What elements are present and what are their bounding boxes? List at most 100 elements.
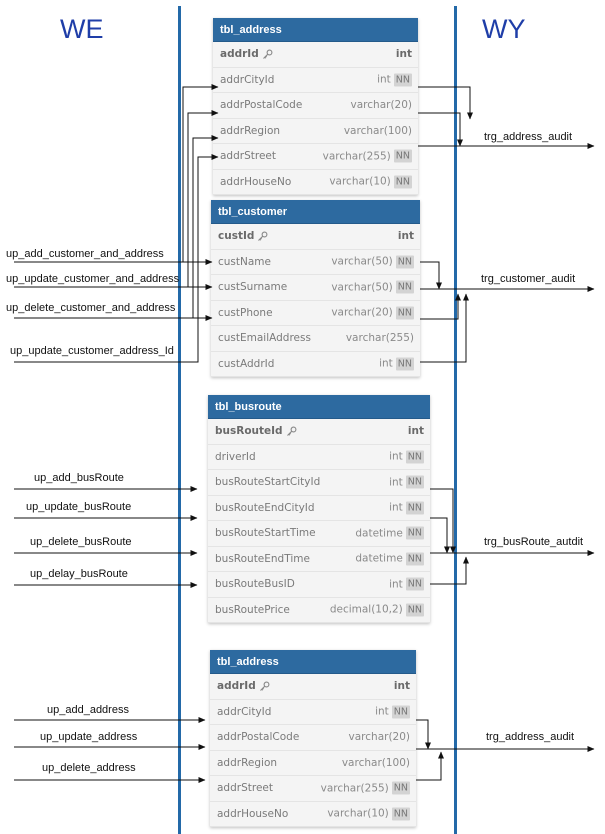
trigger-label: trg_address_audit: [486, 731, 575, 743]
primary-key-row: addrId int: [210, 674, 416, 700]
column-name: busRouteStartTime: [215, 527, 316, 540]
column-type-group: varchar(20)NN: [331, 306, 414, 320]
column-type: varchar(100): [341, 756, 410, 769]
column-type-group: varchar(10)NN: [329, 175, 412, 189]
column-row: addrHouseNo varchar(10)NN: [213, 170, 418, 195]
column-row: addrStreet varchar(255)NN: [210, 776, 416, 802]
column-type: varchar(20): [348, 731, 410, 744]
procedure-label: up_update_customer_address_Id: [10, 345, 174, 357]
column-type-group: varchar(255)NN: [321, 781, 410, 795]
not-null-badge: NN: [391, 807, 410, 821]
column-name: addrCityId: [217, 705, 272, 718]
procedure-label: up_add_address: [47, 704, 129, 716]
column-name: addrRegion: [220, 124, 281, 137]
not-null-badge: NN: [405, 475, 424, 489]
column-name: addrId: [220, 48, 259, 61]
not-null-badge: NN: [393, 175, 412, 189]
column-type: int: [377, 73, 391, 86]
column-type-group: varchar(50)NN: [331, 255, 414, 269]
column-name: addrHouseNo: [220, 175, 292, 188]
column-type: varchar(20): [350, 99, 412, 112]
not-null-badge: NN: [391, 781, 410, 795]
column-type: int: [389, 501, 403, 514]
not-null-badge: NN: [395, 255, 414, 269]
column-row: addrHouseNo varchar(10)NN: [210, 802, 416, 827]
not-null-badge: NN: [391, 705, 410, 719]
column-name: custSurname: [218, 281, 288, 294]
zone-label-left: WE: [60, 14, 104, 44]
column-type: int: [375, 705, 389, 718]
column-name: busRoutePrice: [215, 603, 290, 616]
column-type: varchar(10): [327, 807, 389, 820]
procedure-label: up_add_busRoute: [34, 472, 124, 484]
column-name: addrCityId: [220, 73, 275, 86]
column-name: addrHouseNo: [217, 807, 289, 820]
procedure-label: up_delete_address: [42, 762, 136, 774]
trigger-label: trg_busRoute_autdit: [484, 536, 584, 548]
not-null-badge: NN: [405, 450, 424, 464]
column-type: int: [389, 476, 403, 489]
trigger-label: trg_address_audit: [484, 131, 573, 143]
procedure-label: up_delete_busRoute: [30, 536, 132, 548]
procedure-label: up_delete_customer_and_address: [6, 302, 176, 314]
column-name: busRouteId: [215, 425, 283, 438]
column-type: int: [393, 680, 410, 693]
not-null-badge: NN: [395, 306, 414, 320]
column-name: addrStreet: [220, 150, 276, 163]
not-null-badge: NN: [405, 501, 424, 515]
column-type-group: varchar(255)NN: [322, 149, 412, 163]
column-row: addrPostalCode varchar(20): [213, 93, 418, 119]
column-name: busRouteEndCityId: [215, 501, 315, 514]
column-type-group: varchar(10)NN: [327, 807, 410, 821]
column-name: custName: [218, 255, 271, 268]
key-icon: [286, 426, 297, 437]
column-row: addrStreet varchar(255)NN: [213, 144, 418, 170]
key-icon: [257, 231, 268, 242]
not-null-badge: NN: [395, 357, 414, 371]
procedure-label: up_update_address: [40, 731, 138, 743]
column-name: busRouteEndTime: [215, 552, 310, 565]
primary-key-label: addrId: [217, 680, 270, 692]
column-type: int: [407, 425, 424, 438]
column-name: addrStreet: [217, 782, 273, 795]
procedure-label: up_update_busRoute: [26, 501, 132, 513]
column-type: varchar(255): [322, 150, 391, 163]
column-type-group: varchar(20): [349, 731, 410, 743]
column-type-group: int: [408, 425, 424, 437]
column-type: varchar(255): [345, 332, 414, 345]
column-name: addrPostalCode: [220, 99, 303, 112]
column-type: int: [395, 48, 412, 61]
column-type-group: decimal(10,2)NN: [330, 603, 424, 617]
table-title: tbl_address: [210, 650, 416, 674]
column-name: custAddrId: [218, 357, 275, 370]
column-row: addrRegion varchar(100): [213, 119, 418, 144]
column-type: varchar(100): [343, 124, 412, 137]
boundary-line-right: [454, 6, 457, 834]
column-type: datetime: [355, 527, 403, 540]
column-type: int: [389, 578, 403, 591]
column-name: busRouteBusID: [215, 578, 295, 591]
table-title: tbl_address: [213, 18, 418, 42]
